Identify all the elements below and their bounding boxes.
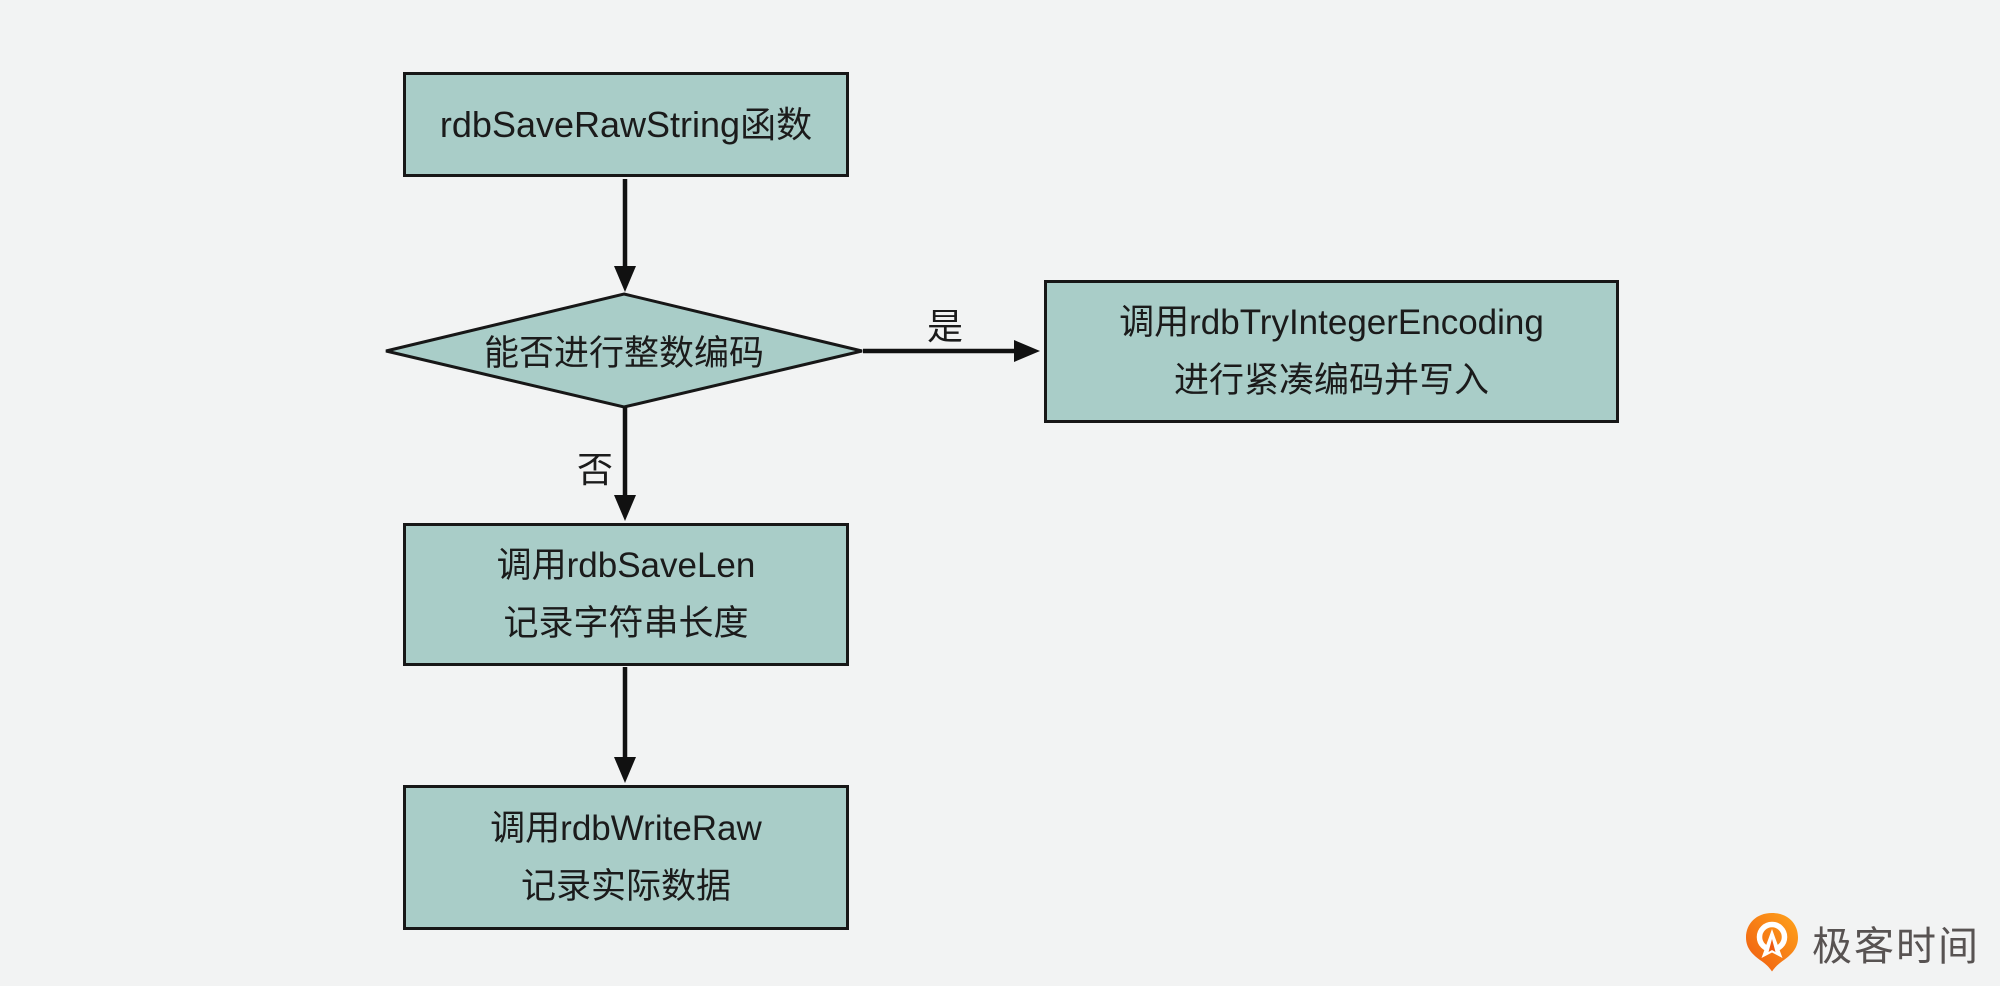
node-rdbtryintegerencoding-line1: 调用rdbTryIntegerEncoding (1119, 303, 1544, 343)
node-rdbwriteraw: 调用rdbWriteRaw 记录实际数据 (403, 785, 849, 930)
edge-savelen-to-writeraw (614, 667, 636, 783)
node-rdbwriteraw-line1: 调用rdbWriteRaw (490, 809, 762, 849)
edge-start-to-decision (614, 179, 636, 292)
edge-label-no: 否 (576, 449, 613, 490)
edge-label-yes: 是 (926, 306, 963, 347)
node-rdbtryintegerencoding-line2: 进行紧凑编码并写入 (1173, 360, 1489, 400)
node-rdbsaverawstring-label: rdbSaveRawString函数 (439, 103, 813, 145)
node-decision: 能否进行整数编码 (386, 294, 862, 407)
node-rdbwriteraw-line2: 记录实际数据 (520, 866, 731, 906)
node-rdbsavelen: 调用rdbSaveLen 记录字符串长度 (403, 523, 849, 666)
geektime-logo-text: 极客时间 (1812, 925, 1980, 969)
node-decision-label: 能否进行整数编码 (483, 334, 764, 373)
geektime-logo: 极客时间 (1744, 912, 1980, 974)
node-rdbsaverawstring: rdbSaveRawString函数 (403, 72, 849, 177)
node-rdbsavelen-line1: 调用rdbSaveLen (496, 546, 756, 586)
geektime-pin-icon (1746, 913, 1798, 972)
node-rdbsavelen-line2: 记录字符串长度 (503, 603, 749, 643)
node-rdbtryintegerencoding: 调用rdbTryIntegerEncoding 进行紧凑编码并写入 (1044, 280, 1619, 423)
